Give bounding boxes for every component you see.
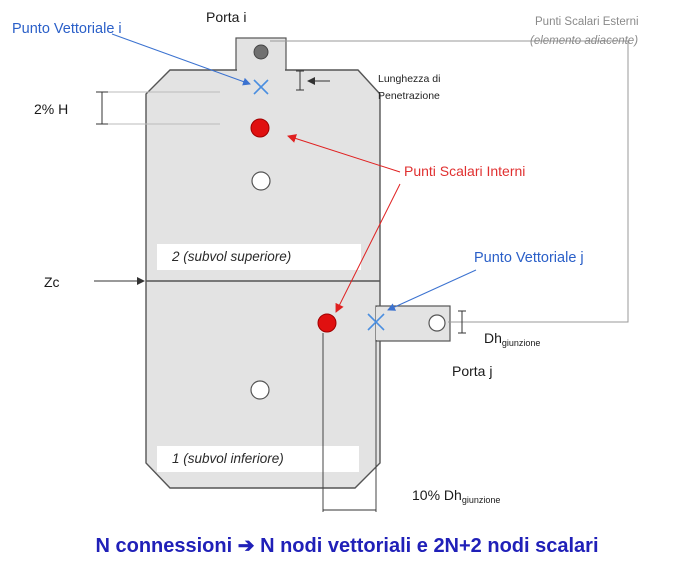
punti-scalari-interni-label: Punti Scalari Interni [404,163,526,179]
control-volume [145,69,381,489]
ten-percent-dh-label: 10% Dhgiunzione [412,487,501,505]
external-scalar-point-j [428,314,446,332]
scalar-point-lower [250,380,270,400]
porta-i-label: Porta i [206,9,247,25]
internal-scalar-lower [317,313,337,333]
punto-vettoriale-i-label: Punto Vettoriale i [12,21,122,37]
porta-j-label: Porta j [452,363,493,379]
scalar-point-upper [251,171,271,191]
internal-scalar-upper [250,118,270,138]
dh-giunzione-label: Dhgiunzione [484,330,541,348]
lunghezza-label-line2: Penetrazione [378,90,440,102]
subvol-inferiore-box [157,446,359,472]
punto-vettoriale-j-label: Punto Vettoriale j [474,250,584,266]
subvol-superiore-box [157,244,361,270]
vector-point-i [253,79,269,95]
lunghezza-label-line1: Lunghezza di [378,73,441,85]
punti-scalari-esterni-label: Punti Scalari Esterni [535,16,639,28]
subvol-inferiore-label: 1 (subvol inferiore) [172,451,284,466]
footer-summary: N connessioni ➔ N nodi vettoriali e 2N+2… [95,535,599,557]
arrow-right-icon: ➔ [237,535,255,557]
external-scalar-point [253,44,269,60]
two-percent-h-label: 2% H [34,101,69,117]
external-scalar-link [270,40,629,323]
subvol-superiore-label: 2 (subvol superiore) [172,249,292,264]
vector-point-j [367,313,385,331]
zc-label: Zc [44,274,60,290]
elemento-adiacente-label: (elemento adiacente) [530,35,639,47]
